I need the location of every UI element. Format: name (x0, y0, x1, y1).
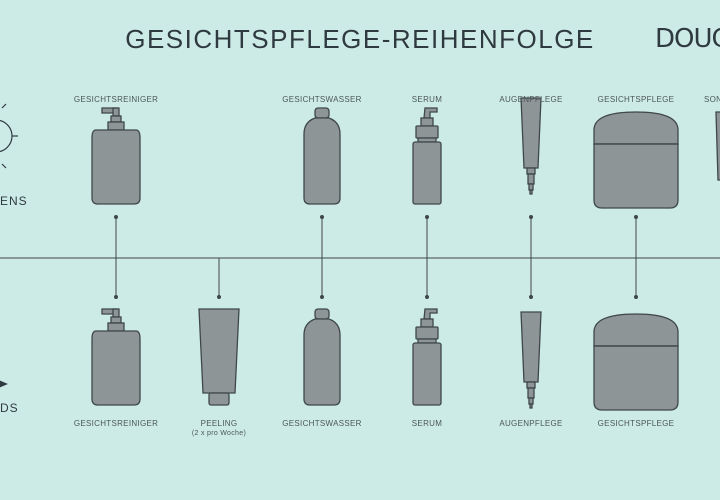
sunscreen-tube-icon (715, 111, 720, 181)
evening-step-label: GESICHTSWASSER (282, 419, 362, 428)
pump-bottle-icon (91, 107, 141, 205)
moon-icon (0, 380, 8, 388)
pump-bottle-icon (91, 308, 141, 406)
serum-dropper-icon (412, 308, 442, 406)
morning-step-label: SERUM (411, 95, 443, 104)
evening-step-label: GESICHTSPFLEGE (597, 419, 675, 428)
morning-step-label: GESICHTSPFLEGE (597, 95, 675, 104)
toner-bottle-icon (303, 308, 341, 406)
evening-connectors (115, 258, 637, 297)
morning-step-label: SON (704, 95, 720, 104)
evening-dots (114, 295, 638, 299)
morning-connectors (115, 217, 637, 258)
page-title: GESICHTSPFLEGE-REIHENFOLGE (125, 24, 595, 54)
morning-dots (114, 215, 638, 219)
cream-jar-icon (593, 313, 679, 411)
morning-step-label: GESICHTSREINIGER (73, 95, 159, 104)
evening-step-sublabel: (2 x pro Woche) (191, 430, 247, 437)
cream-jar-icon (593, 111, 679, 209)
serum-dropper-icon (412, 107, 442, 205)
brand-logo: DOUG (655, 24, 720, 54)
evening-products (91, 308, 679, 411)
toner-bottle-icon (303, 107, 341, 205)
evening-step-label: SERUM (411, 419, 443, 428)
peeling-tube-icon (198, 308, 240, 406)
evening-step-label: AUGENPFLEGE (499, 419, 563, 428)
eye-cream-tube-icon (520, 97, 542, 195)
evening-label: DS (0, 401, 19, 415)
eye-cream-tube-icon (520, 311, 542, 409)
morning-label: ENS (0, 194, 28, 208)
morning-step-label: GESICHTSWASSER (282, 95, 362, 104)
evening-step-label: PEELING (200, 419, 238, 428)
morning-step-label: AUGENPFLEGE (499, 95, 563, 104)
evening-step-label: GESICHTSREINIGER (73, 419, 159, 428)
sun-icon (0, 103, 18, 169)
morning-products (91, 97, 720, 209)
